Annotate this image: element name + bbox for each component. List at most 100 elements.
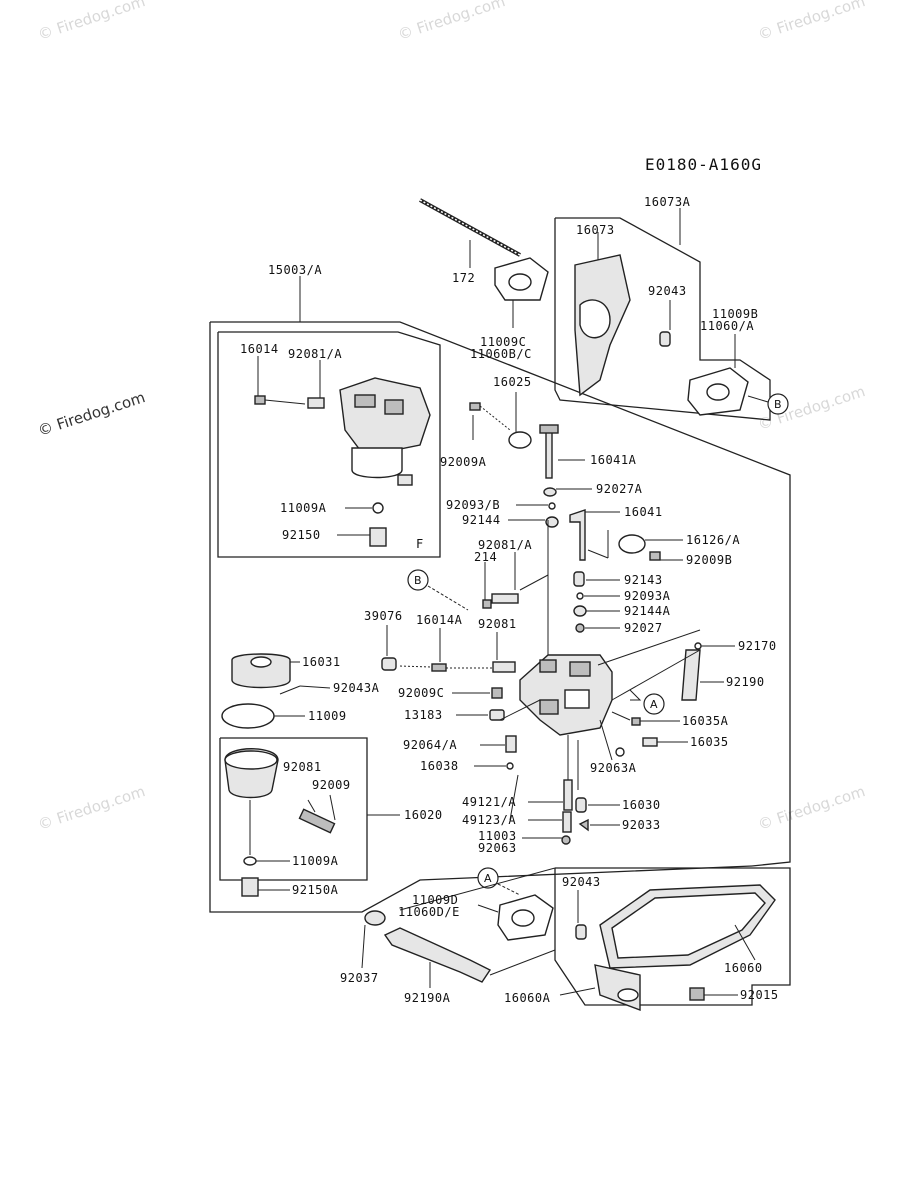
- part-label: 11060D/E: [398, 905, 460, 919]
- spring-92081a-mid: [491, 593, 519, 604]
- part-label: 92009B: [686, 553, 732, 567]
- part-label: 92093/B: [446, 498, 500, 512]
- air-cleaner-16060: [594, 884, 776, 1012]
- part-label: 16060A: [504, 991, 551, 1005]
- part-label: 16038: [420, 759, 459, 773]
- part-label: 15003/A: [268, 263, 322, 277]
- part-label: 172: [452, 271, 475, 285]
- part-label: 92015: [740, 988, 779, 1002]
- part-label: 92027A: [596, 482, 643, 496]
- bracket-assy-box: [554, 217, 771, 421]
- part-label: 16041: [624, 505, 663, 519]
- callout-a-low: A: [484, 872, 492, 885]
- part-label: 16014: [240, 342, 279, 356]
- part-label: 92190A: [404, 991, 451, 1005]
- watermark: © Firedog.com: [396, 0, 508, 44]
- callout-b: B: [774, 398, 782, 411]
- choke-shaft-16041: [569, 509, 586, 561]
- part-label: 13183: [404, 708, 443, 722]
- part-label: 92081: [478, 617, 517, 631]
- watermark: © Firedog.com: [756, 782, 868, 834]
- part-label: 92190: [726, 675, 765, 689]
- hose-92190: [681, 649, 701, 701]
- part-label: 92033: [622, 818, 661, 832]
- part-label: 92081/A: [478, 538, 532, 552]
- jet-49121a: [563, 779, 573, 811]
- part-label: 11009C: [480, 335, 526, 349]
- part-label: 16041A: [590, 453, 637, 467]
- screw-16014: [254, 395, 266, 405]
- callout-f: F: [416, 537, 424, 551]
- plug-92150: [369, 527, 387, 547]
- part-label: 92037: [340, 971, 379, 985]
- part-label: 11009A: [280, 501, 327, 515]
- part-label: 16060: [724, 961, 763, 975]
- spring-92081a: [307, 397, 325, 409]
- part-label: 16020: [404, 808, 443, 822]
- part-label: 92063: [478, 841, 517, 855]
- part-label: 11009A: [292, 854, 339, 868]
- jet-49123a: [562, 811, 572, 833]
- watermark: © Firedog.com: [756, 0, 868, 44]
- part-label: 16035A: [682, 714, 729, 728]
- part-label: 16126/A: [686, 533, 740, 547]
- part-label: 16025: [493, 375, 532, 389]
- oring-11009: [221, 703, 275, 729]
- part-label: 16073: [576, 223, 615, 237]
- part-label: 39076: [364, 609, 403, 623]
- carburetor-body: [519, 520, 613, 736]
- carburetor-inset: [339, 377, 431, 486]
- plug-92150a: [241, 877, 259, 897]
- air-cleaner-box: [554, 867, 791, 1006]
- part-label: 92043: [562, 875, 601, 889]
- part-label: 92081: [283, 760, 322, 774]
- part-39076: [381, 657, 397, 671]
- callout-b-mid: B: [414, 574, 422, 587]
- choke-plate-16126a: [618, 534, 646, 554]
- part-label: 49123/A: [462, 813, 516, 827]
- callout-a: A: [650, 698, 658, 711]
- collar-92043: [659, 331, 671, 347]
- part-label: 92150: [282, 528, 321, 542]
- part-label: 92009A: [440, 455, 487, 469]
- collar-92043-low: [575, 924, 587, 940]
- watermark: © Firedog.com: [36, 782, 148, 834]
- nut-92015: [689, 987, 705, 1001]
- part-label: 92144A: [624, 604, 671, 618]
- plate-16025: [508, 431, 532, 449]
- float-bowl-16031: [231, 653, 291, 689]
- diagram-code: E0180-A160G: [645, 155, 762, 174]
- part-label: 11060/A: [700, 319, 754, 333]
- part-label: 16073A: [644, 195, 691, 209]
- part-label: 92009: [312, 778, 351, 792]
- part-label: 11009D: [412, 893, 458, 907]
- spring-92081-mid: [492, 661, 516, 673]
- part-label: 92081/A: [288, 347, 342, 361]
- hose-92190a: [383, 927, 492, 983]
- bolt-92009: [298, 808, 336, 834]
- filter-cup-box: [219, 737, 368, 881]
- part-label: 92043A: [333, 681, 380, 695]
- shaft-16041a: [545, 427, 553, 479]
- carburetor-assy-inset-box: [217, 331, 441, 558]
- screw-92064a: [505, 735, 517, 753]
- part-label: 92093A: [624, 589, 671, 603]
- part-label: 92027: [624, 621, 663, 635]
- part-label: 92063A: [590, 761, 637, 775]
- part-label: 92150A: [292, 883, 339, 897]
- part-label: 92143: [624, 573, 663, 587]
- part-label: 11003: [478, 829, 517, 843]
- part-label: 214: [474, 550, 497, 564]
- part-label: 16030: [622, 798, 661, 812]
- watermark-main: © Firedog.com: [36, 388, 148, 440]
- part-label: 16035: [690, 735, 729, 749]
- clamp-92037: [364, 910, 386, 926]
- main-assembly-outline: [210, 321, 791, 867]
- part-label: 11060B/C: [470, 347, 532, 361]
- part-label: 49121/A: [462, 795, 516, 809]
- part-label: 92009C: [398, 686, 444, 700]
- part-label: 16031: [302, 655, 341, 669]
- part-label: 16014A: [416, 613, 463, 627]
